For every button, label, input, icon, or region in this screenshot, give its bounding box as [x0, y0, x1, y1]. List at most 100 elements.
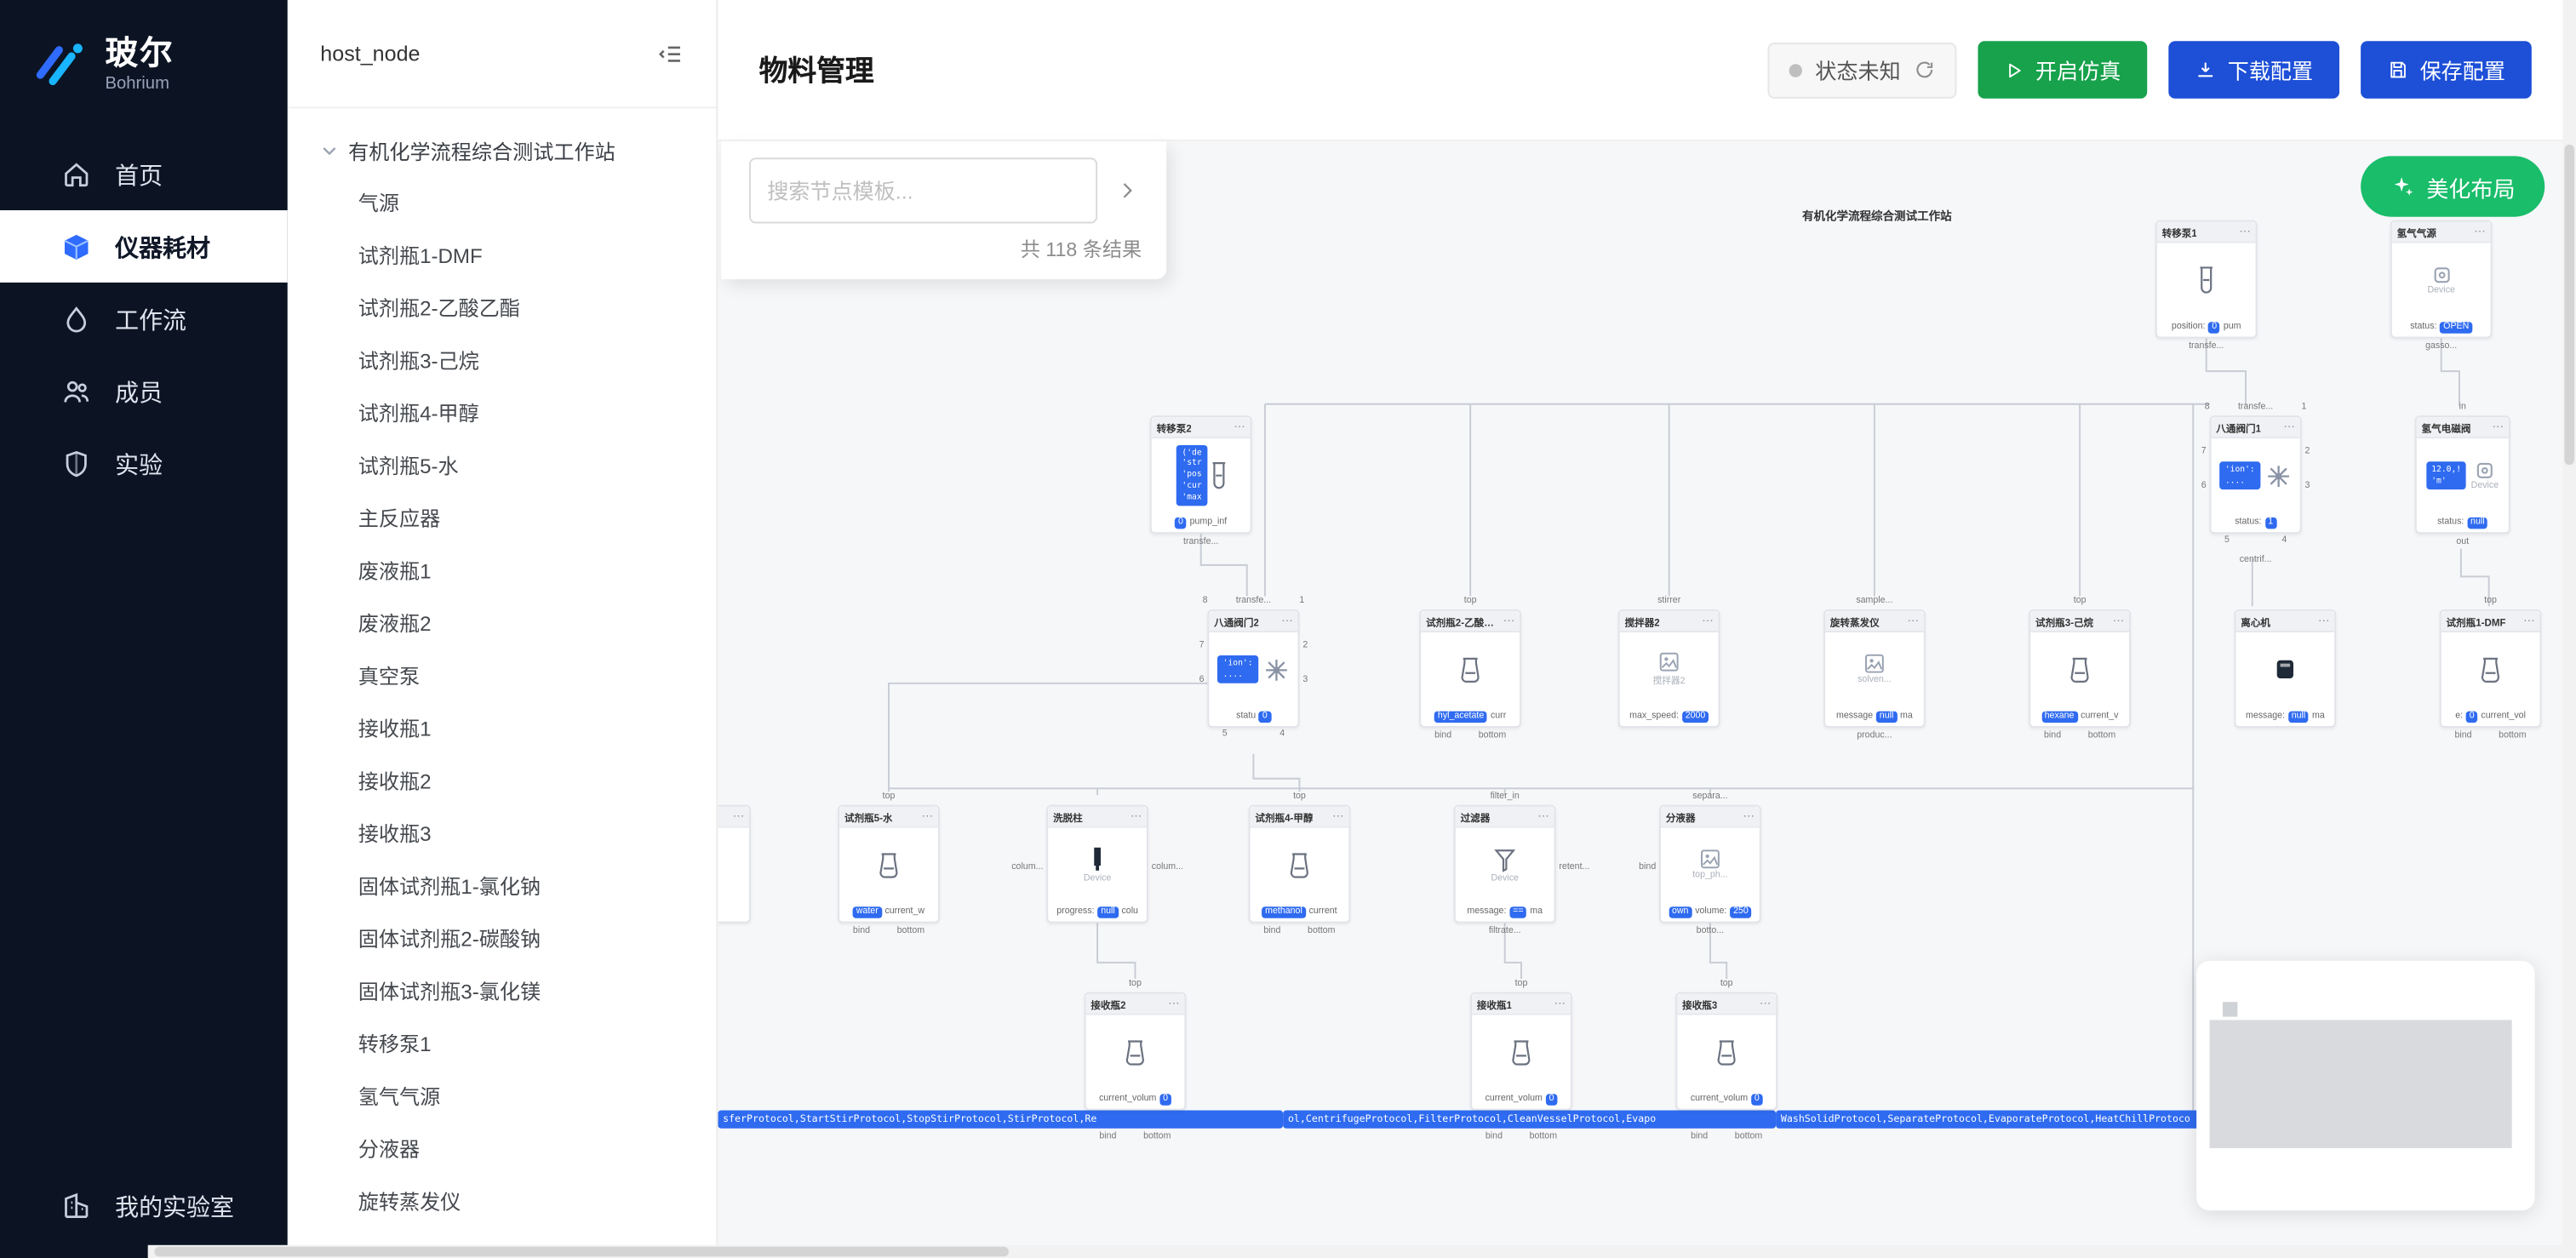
- tree-item[interactable]: 试剂瓶3-己烷: [358, 349, 479, 373]
- tree-item[interactable]: 试剂瓶5-水: [358, 454, 459, 477]
- refresh-icon[interactable]: [1914, 59, 1935, 80]
- sidebar-item-box[interactable]: 仪器耗材: [0, 210, 288, 283]
- expand-icon[interactable]: [1115, 179, 1138, 202]
- more-icon[interactable]: ⋯: [1537, 811, 1549, 823]
- more-icon[interactable]: ⋯: [1702, 615, 1714, 628]
- more-icon[interactable]: ⋯: [1503, 615, 1515, 628]
- tree-item[interactable]: 废液瓶2: [358, 611, 432, 635]
- canvas-node-clipped-node[interactable]: ⋯d: [718, 804, 751, 923]
- more-icon[interactable]: ⋯: [1168, 998, 1180, 1010]
- tree-item[interactable]: 接收瓶2: [358, 769, 432, 793]
- tree-item[interactable]: 试剂瓶2-乙酸乙酯: [358, 296, 521, 320]
- more-icon[interactable]: ⋯: [2523, 615, 2535, 628]
- more-icon[interactable]: ⋯: [1130, 811, 1142, 823]
- tree-item[interactable]: 试剂瓶4-甲醇: [358, 401, 479, 425]
- tree-item[interactable]: 固体试剂瓶3-氯化镁: [358, 980, 541, 1004]
- tree-item[interactable]: 气源: [358, 191, 399, 214]
- more-icon[interactable]: ⋯: [2239, 226, 2251, 238]
- tree-item[interactable]: 接收瓶1: [358, 717, 432, 741]
- node-title: 洗脱柱: [1053, 814, 1083, 824]
- more-icon[interactable]: ⋯: [2317, 615, 2330, 628]
- save-config-button[interactable]: 保存配置: [2361, 41, 2532, 99]
- horizontal-scrollbar-thumb[interactable]: [154, 1246, 1009, 1257]
- node-header: 试剂瓶3-己烷⋯: [2030, 610, 2130, 632]
- beaker-icon: [1124, 1039, 1147, 1066]
- param-chip: 1: [2264, 516, 2276, 529]
- beaker-icon: [1715, 1039, 1738, 1066]
- more-icon[interactable]: ⋯: [2112, 615, 2125, 628]
- tree-item[interactable]: 分液器: [358, 1137, 421, 1161]
- more-icon[interactable]: ⋯: [2283, 421, 2295, 434]
- node-title: 试剂瓶5-水: [844, 814, 893, 824]
- node-header: 转移泵2⋯: [1151, 417, 1251, 439]
- save-icon: [2387, 59, 2408, 80]
- node-title: 八通阀门2: [1214, 618, 1259, 629]
- sidebar-item-my-lab[interactable]: 我的实验室: [0, 1173, 288, 1238]
- more-icon[interactable]: ⋯: [2474, 226, 2486, 238]
- minimap[interactable]: [2196, 960, 2535, 1211]
- tree-item[interactable]: 主反应器: [358, 506, 441, 530]
- more-icon[interactable]: ⋯: [921, 811, 934, 823]
- beaker-icon: [2069, 656, 2092, 683]
- port-label-top: top: [1293, 792, 1306, 802]
- more-icon[interactable]: ⋯: [1554, 998, 1566, 1010]
- sidebar-item-workflow[interactable]: 工作流: [0, 283, 288, 355]
- more-icon[interactable]: ⋯: [1281, 615, 1293, 628]
- start-simulation-button[interactable]: 开启仿真: [1978, 41, 2148, 99]
- sidebar-item-home[interactable]: 首页: [0, 138, 288, 210]
- tree-root-item[interactable]: 有机化学流程综合测试工作站: [320, 125, 716, 174]
- search-input[interactable]: [748, 157, 1098, 224]
- more-icon[interactable]: ⋯: [1743, 811, 1755, 823]
- tree-item[interactable]: 固体试剂瓶1-氯化钠: [358, 874, 541, 898]
- more-icon[interactable]: ⋯: [1332, 811, 1344, 823]
- tree-item[interactable]: 试剂瓶1-DMF: [358, 243, 483, 267]
- vertical-scrollbar[interactable]: [2562, 0, 2576, 1258]
- more-icon[interactable]: ⋯: [1907, 615, 1920, 628]
- node-body: [2235, 632, 2334, 706]
- horizontal-scrollbar[interactable]: [147, 1244, 2563, 1258]
- tree-item[interactable]: 旋转蒸发仪: [358, 1190, 461, 1214]
- fan-icon: [2264, 462, 2291, 489]
- more-icon[interactable]: ⋯: [732, 811, 745, 823]
- more-icon[interactable]: ⋯: [1234, 421, 1245, 434]
- tree-item[interactable]: 真空泵: [358, 664, 421, 688]
- tree-item[interactable]: 氢气气源: [358, 1084, 441, 1108]
- tree-item[interactable]: 固体试剂瓶2-碳酸钠: [358, 927, 541, 951]
- beautify-layout-button[interactable]: 美化布局: [2361, 156, 2545, 217]
- sidebar-item-experiment[interactable]: 实验: [0, 427, 288, 500]
- tree-item[interactable]: 转移泵1: [358, 1032, 432, 1055]
- tree-item[interactable]: 接收瓶3: [358, 821, 432, 845]
- collapse-panel-icon[interactable]: [657, 40, 684, 66]
- download-config-button[interactable]: 下载配置: [2168, 41, 2340, 99]
- node-params: d: [718, 901, 749, 921]
- sidebar-item-members[interactable]: 成员: [0, 355, 288, 427]
- minimap-viewport: [2209, 1020, 2512, 1148]
- more-icon[interactable]: ⋯: [2492, 421, 2504, 434]
- vertical-scrollbar-thumb[interactable]: [2564, 144, 2574, 466]
- funnel-icon: [1493, 847, 1516, 872]
- tree-item[interactable]: 废液瓶1: [358, 559, 432, 583]
- more-icon[interactable]: ⋯: [1759, 998, 1772, 1010]
